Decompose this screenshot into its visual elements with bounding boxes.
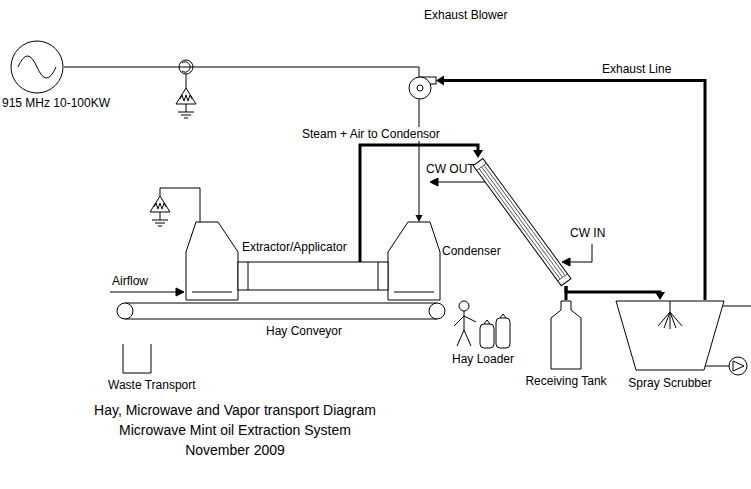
connector-line [442, 81, 705, 301]
condenser-tube [473, 158, 571, 285]
ground-symbol [178, 104, 194, 118]
conveyor-node: Hay Conveyor [116, 302, 446, 342]
condenser-node: Condenser [440, 158, 585, 286]
load-feed-line [186, 74, 187, 88]
load-triangle [176, 88, 196, 104]
connector [436, 76, 705, 301]
extractor-node: Extractor/Applicator [182, 222, 444, 302]
applicator-hood-left [186, 222, 238, 300]
blower-hub [417, 85, 423, 91]
generator-symbol [10, 40, 64, 94]
tank-bottle [551, 301, 581, 369]
scrubber-vessel [616, 301, 724, 370]
sine-wave [18, 56, 56, 78]
waste-node: Waste Transport [108, 344, 218, 396]
waste-bin [122, 344, 152, 374]
conveyor-roller [117, 303, 133, 319]
conveyor-symbol [116, 302, 446, 320]
connector-line [566, 286, 660, 294]
node-label: Receiving Tank [520, 374, 612, 388]
blower-housing [409, 77, 431, 99]
node-label: Hay Loader [448, 352, 518, 366]
chamber-flanges [192, 262, 434, 292]
applicator-chamber [238, 262, 388, 290]
person-head [459, 301, 469, 311]
node-label: Waste Transport [108, 378, 196, 392]
generator-circle [11, 41, 63, 93]
free-label: Airflow [112, 274, 148, 288]
cw-out-arrow [430, 178, 485, 186]
airflow-head [176, 288, 184, 296]
diagram-title: Hay, Microwave and Vapor transport Diagr… [0, 402, 470, 419]
node-label: Exhaust Blower [424, 8, 507, 22]
free-label: November 2009 [0, 442, 470, 459]
loader-node: Hay Loader [448, 300, 520, 370]
hay-bag [480, 324, 494, 348]
dummy-load-extractor [150, 188, 200, 226]
airflow-arrow [110, 288, 184, 296]
edge-label: Steam + Air to Condensor [300, 127, 442, 141]
scrubber-inlet-line [722, 306, 751, 307]
free-label: CW IN [570, 226, 605, 240]
scrubber-symbol [612, 300, 728, 372]
pump-triangle [733, 361, 744, 371]
blower-node: Exhaust Blower [400, 6, 510, 102]
connector-line [64, 67, 419, 217]
condenser-symbol [440, 158, 585, 286]
dummy-load-top [176, 74, 196, 118]
resistor-symbol [180, 95, 192, 101]
cw-in-head [562, 258, 570, 266]
condenser-shell [473, 158, 571, 285]
bag-ties [484, 314, 506, 324]
airflow-line [110, 292, 177, 293]
cw-out-line [436, 182, 485, 183]
tank-symbol [550, 300, 582, 370]
blower-symbol [404, 72, 436, 100]
connector [566, 286, 665, 300]
cw-in-line [568, 244, 592, 262]
edge-label: Exhaust Line [600, 62, 673, 76]
free-label: CW OUT [426, 162, 475, 176]
cw-in-arrow [562, 244, 592, 266]
resistor-symbol [154, 203, 166, 209]
cw-out-head [430, 178, 438, 186]
generator-node: 915 MHz 10-100KW [2, 38, 127, 110]
node-label: 915 MHz 10-100KW [2, 96, 110, 110]
node-label: Extractor/Applicator [242, 240, 347, 254]
node-label: Condenser [442, 244, 501, 258]
node-label: Spray Scrubber [612, 376, 728, 390]
load-triangle [150, 196, 170, 212]
scrubber-drain-line [702, 366, 729, 367]
extractor-symbol [182, 222, 444, 302]
pump-circle [729, 357, 747, 375]
conveyor-roller [429, 303, 445, 319]
condenser-inner-tubes [477, 163, 568, 281]
spray-nozzle [658, 301, 682, 329]
bin-outline [123, 344, 151, 373]
hay-bag [496, 318, 510, 348]
tank-node: Receiving Tank [520, 300, 614, 392]
loader-symbol [448, 300, 518, 350]
person-body [454, 311, 476, 346]
node-label: Hay Conveyor [266, 324, 342, 338]
free-label: Microwave Mint oil Extraction System [0, 422, 470, 439]
scrubber-node: Spray Scrubber [612, 300, 730, 396]
applicator-hood-right [388, 222, 440, 300]
ground-symbol [152, 212, 168, 226]
conveyor-belt [125, 303, 437, 319]
